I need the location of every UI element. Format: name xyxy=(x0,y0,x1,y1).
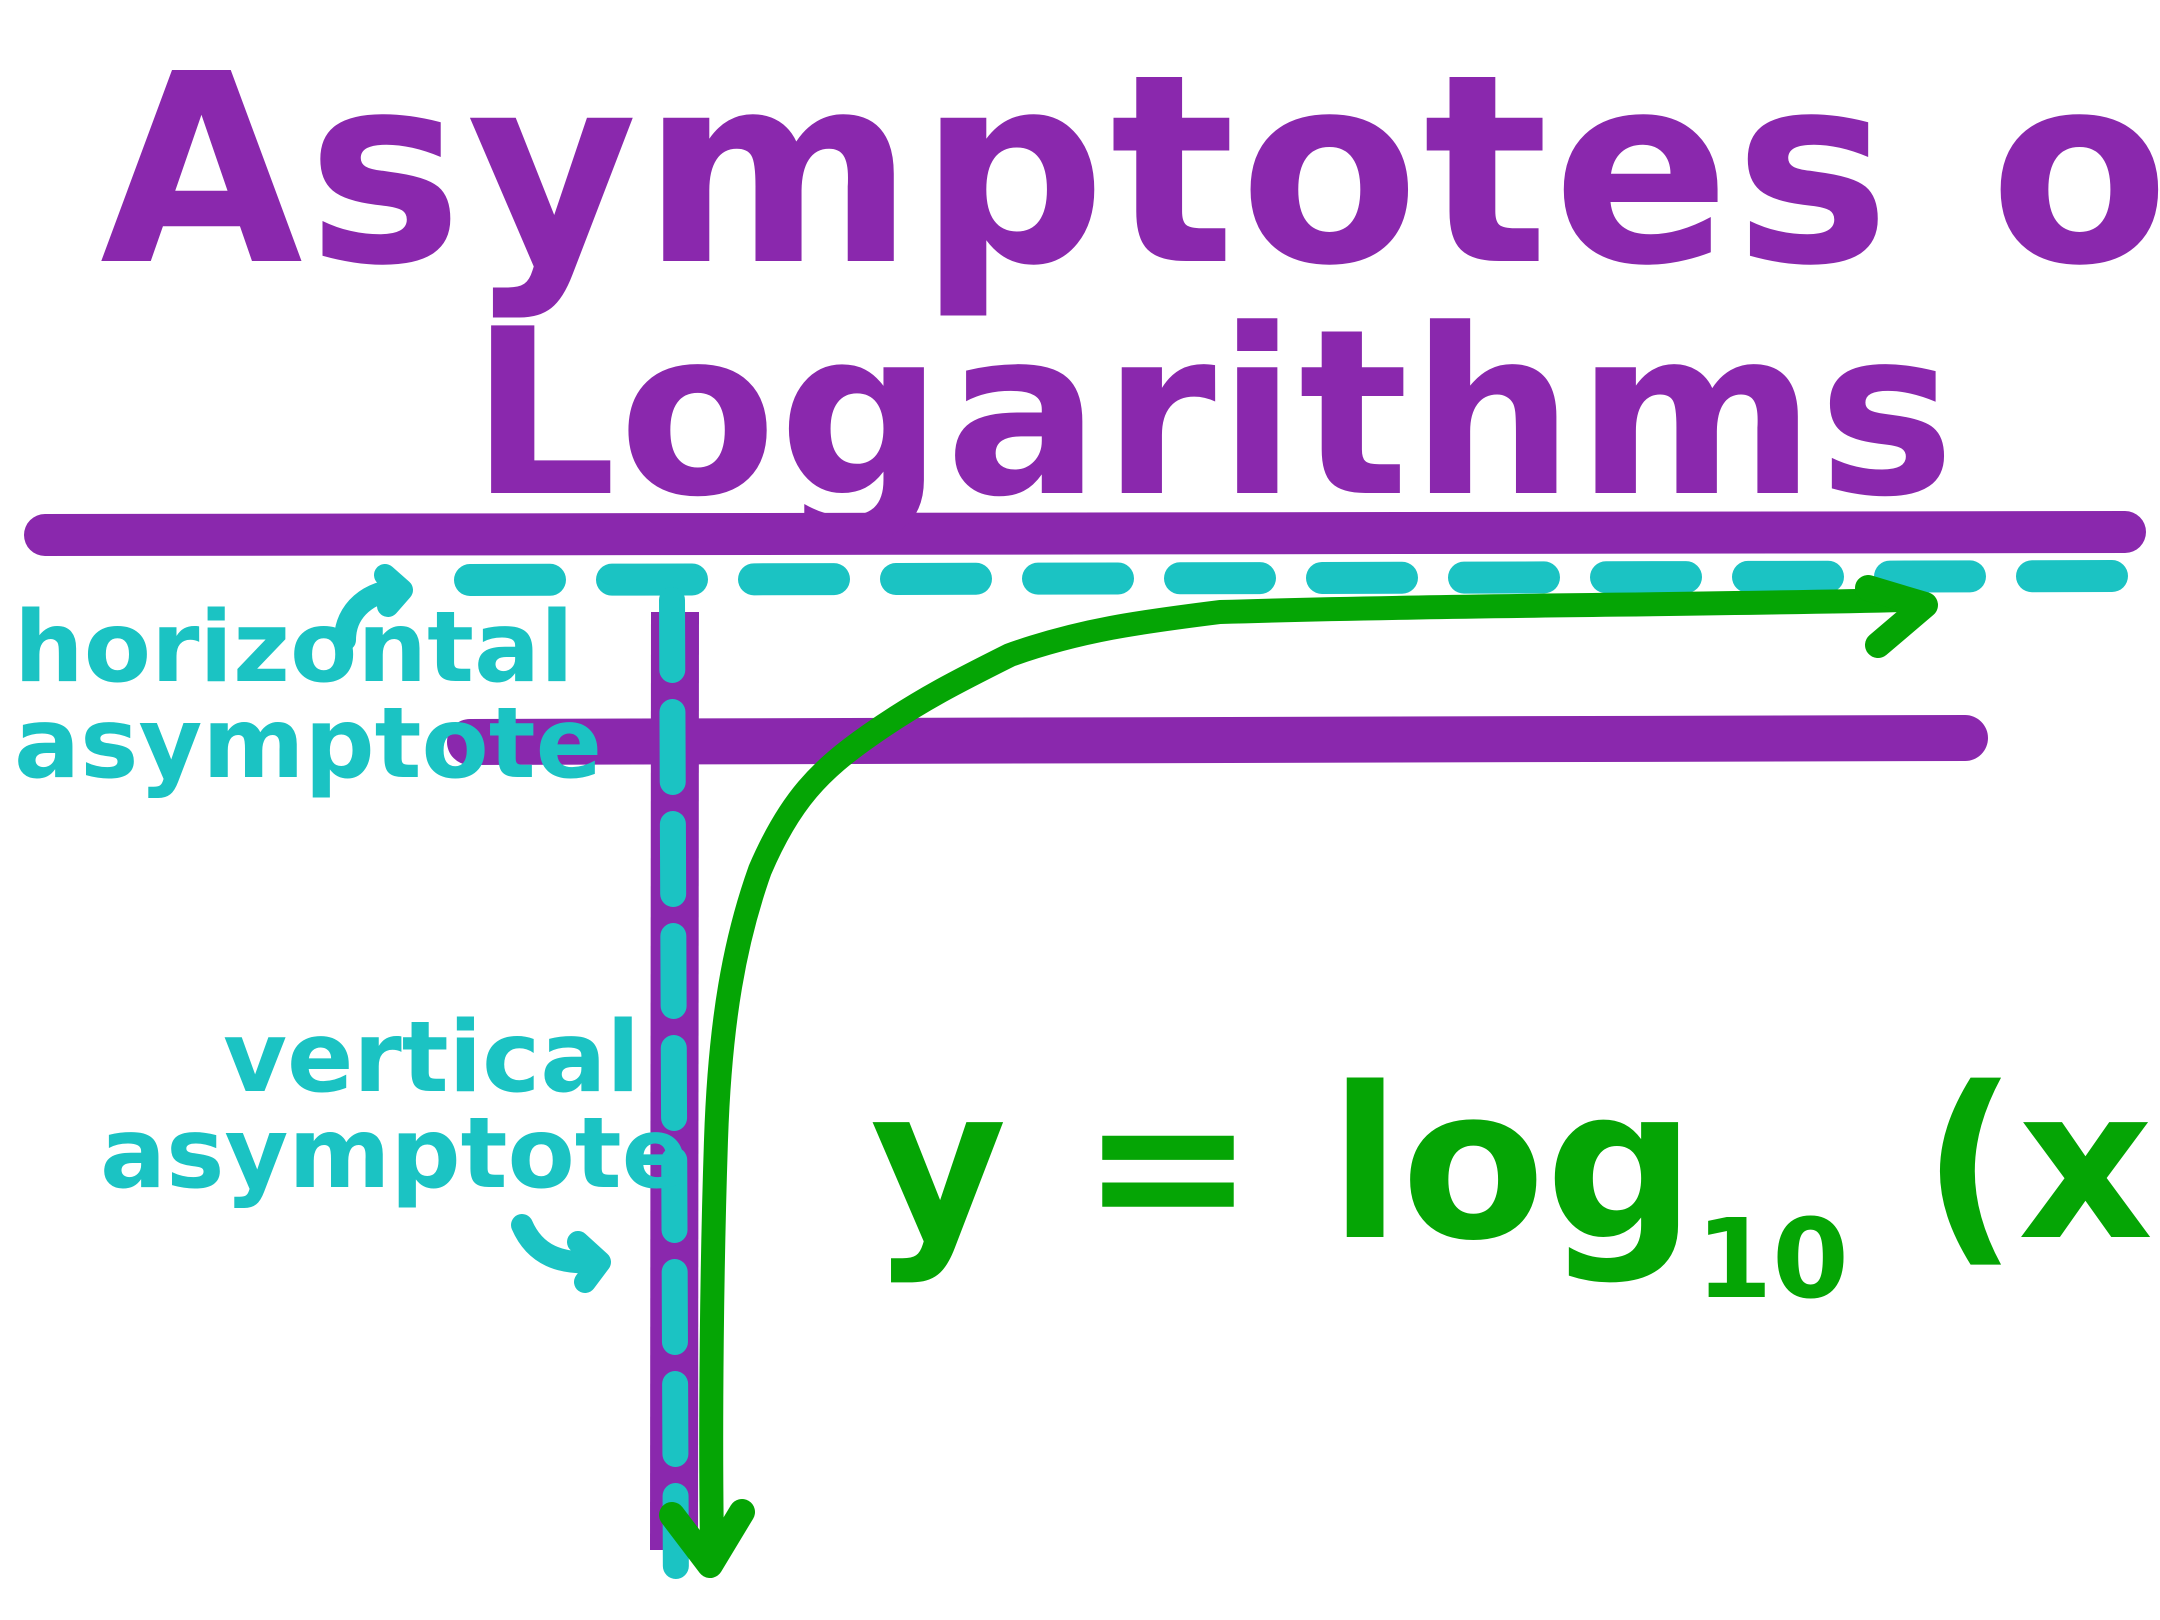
vertical-asymptote-label: vertical asymptote xyxy=(100,1001,689,1212)
x-axis-line xyxy=(447,715,1988,765)
equation-func: log xyxy=(1329,1042,1696,1287)
horizontal-asymptote-label: horizontal asymptote xyxy=(14,591,603,802)
equation-base: 10 xyxy=(1695,1195,1849,1323)
equation-lhs: y xyxy=(870,1042,1007,1287)
top-axis-line xyxy=(24,511,2146,556)
log-curve xyxy=(699,588,1917,1560)
title-line-2: Logarithms xyxy=(470,281,1957,548)
horizontal-label-line-1: horizontal xyxy=(14,591,574,705)
horizontal-label-line-2: asymptote xyxy=(14,687,603,802)
vertical-label-arrow-icon xyxy=(511,1214,611,1293)
vertical-label-line-2: asymptote xyxy=(100,1097,689,1212)
horizontal-asymptote-dashed-line xyxy=(454,560,2146,596)
vertical-label-line-1: vertical xyxy=(223,1001,640,1115)
title-line-1: Asymptotes of xyxy=(100,18,2160,323)
function-equation: y = log10 (x) xyxy=(870,1060,2160,1315)
vertical-asymptote-dashed-line xyxy=(659,587,689,1618)
horizontal-label-arrow-icon xyxy=(334,564,413,651)
equation-arg: (x) xyxy=(1921,1042,2160,1287)
curve-right-arrowhead-icon xyxy=(1855,575,1938,658)
curve-bottom-arrowhead-icon xyxy=(659,1499,755,1578)
equation-equals: = xyxy=(1080,1042,1256,1287)
